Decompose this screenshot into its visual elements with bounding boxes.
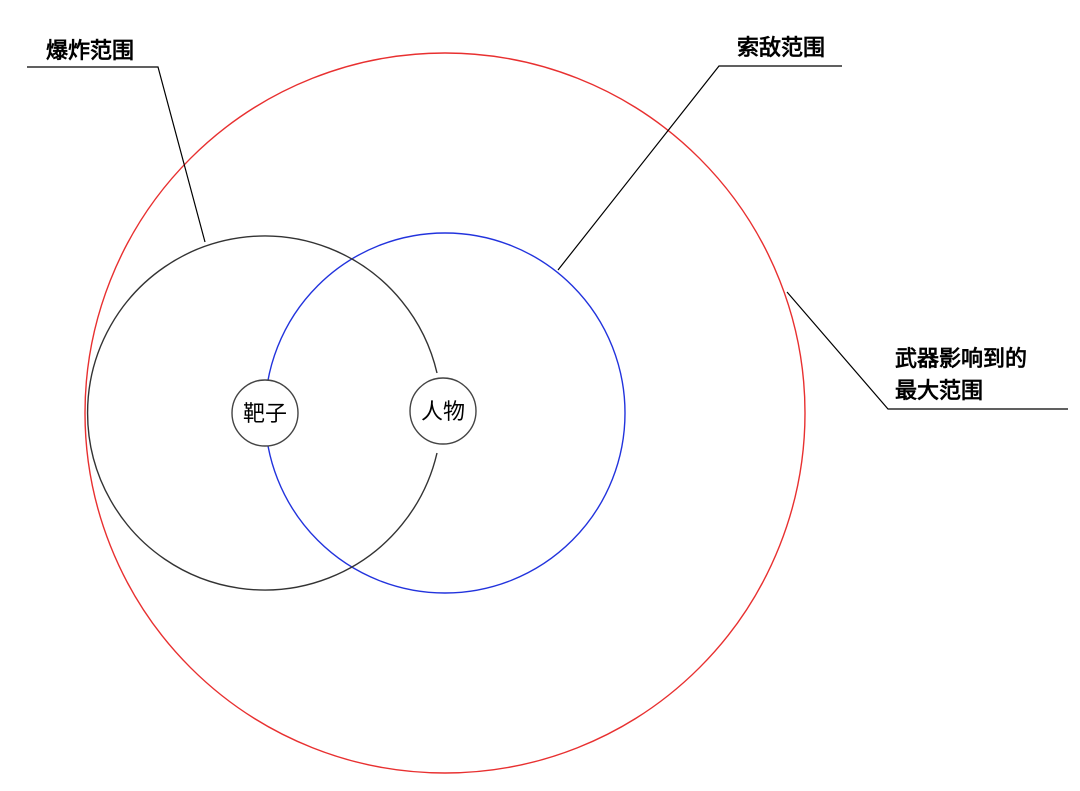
max-range-label-line1: 武器影响到的 — [895, 346, 1027, 372]
search-range-label: 索敌范围 — [737, 35, 825, 61]
search-range-leader — [557, 65, 842, 271]
target-node-circle — [231, 379, 299, 447]
max-range-circle — [84, 52, 806, 774]
blast-range-leader — [27, 66, 206, 243]
blast-range-label: 爆炸范围 — [46, 38, 134, 64]
target-node-label: 靶子 — [243, 402, 287, 427]
character-node-circle — [409, 377, 477, 445]
blast-range-circle — [86, 235, 438, 591]
character-node-label: 人物 — [421, 400, 465, 425]
max-range-label-line2: 最大范围 — [895, 378, 983, 404]
max-range-leader — [786, 291, 1068, 410]
